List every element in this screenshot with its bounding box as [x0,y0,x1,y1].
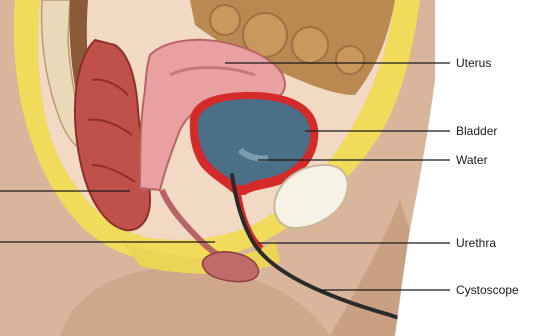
label-urethra: Urethra [456,236,496,250]
label-bladder: Bladder [456,124,497,138]
label-uterus: Uterus [456,56,491,70]
intestine-loop-2 [292,27,328,63]
intestine-loop-4 [336,46,364,74]
label-cystoscope: Cystoscope [456,283,519,297]
label-water: Water [456,153,488,167]
intestine-loop-3 [210,5,240,35]
